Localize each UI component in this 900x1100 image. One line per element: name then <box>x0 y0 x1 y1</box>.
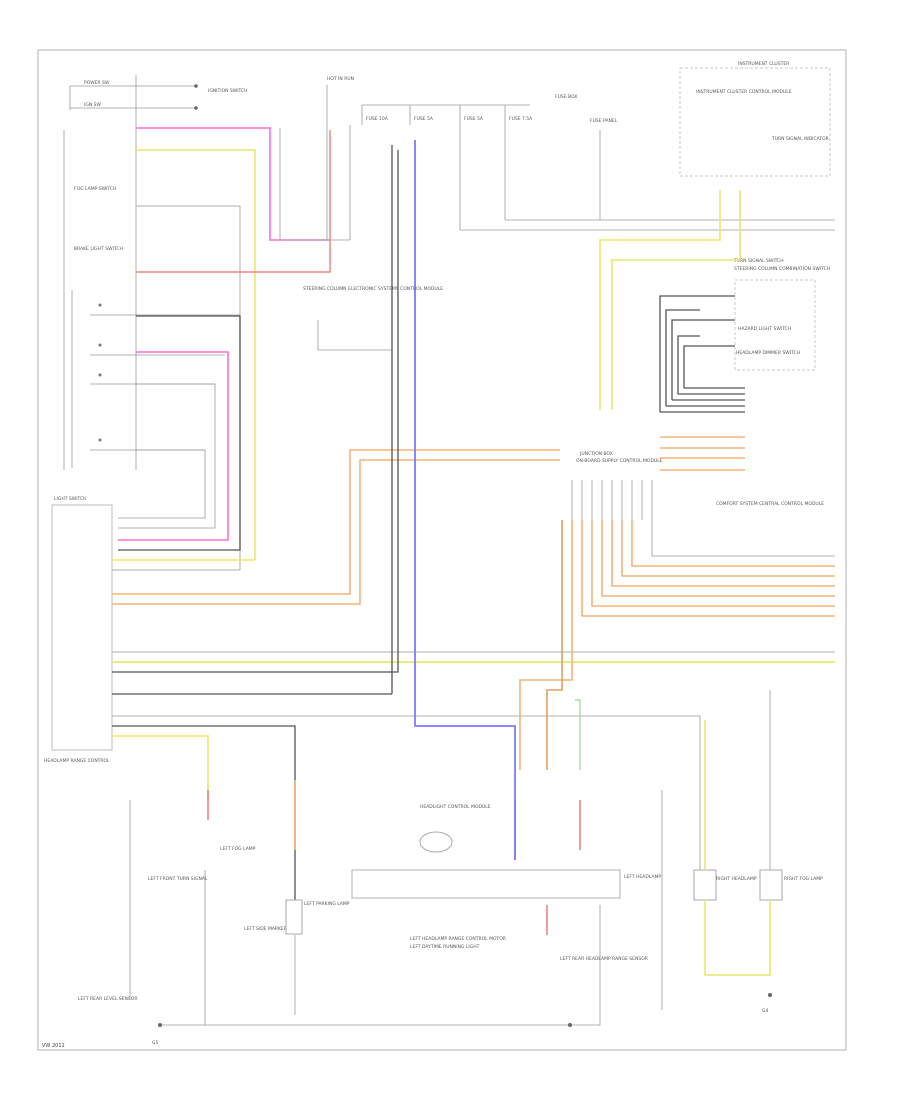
instrument-cluster-box <box>679 67 831 177</box>
left-parking-box <box>285 899 303 935</box>
grey-wire-ladder-1 <box>118 383 216 529</box>
headlight-control-label: HEADLIGHT CONTROL MODULE <box>420 804 491 810</box>
svg-text:FUSE 7.5A: FUSE 7.5A <box>509 116 533 122</box>
instrument-cluster-sub: INSTRUMENT CLUSTER CONTROL MODULE <box>696 89 792 95</box>
svg-text:IGN SW: IGN SW <box>84 102 101 108</box>
turn-signal-sub: STEERING COLUMN COMBINATION SWITCH <box>734 266 830 272</box>
left-headlamp-sub-label: LEFT DAYTIME RUNNING LIGHT <box>410 944 480 950</box>
svg-text:IGNITION SWITCH: IGNITION SWITCH <box>208 88 248 94</box>
steering-module-label: STEERING COLUMN ELECTRONIC SYSTEMS CONTR… <box>303 286 443 292</box>
grey-wire-ladder-2 <box>118 449 206 519</box>
svg-text:FUSE 5A: FUSE 5A <box>464 116 484 122</box>
left-rear-sensor-label: LEFT REAR HEADLAMP RANGE SENSOR <box>560 956 648 962</box>
black-wire-ls-4 <box>112 725 296 900</box>
left-side-marker-label: LEFT SIDE MARKER <box>244 926 287 932</box>
brake-switch-label: BRAKE LIGHT SWITCH <box>74 246 123 252</box>
top-left-switches: POWER SW IGN SW IGNITION SWITCH <box>69 80 248 110</box>
orange-wire-set-right <box>660 436 745 471</box>
orange-wire-ls-1 <box>112 449 560 595</box>
fuse-box: FUSE 10A FUSE 5A FUSE 5A FUSE 7.5A HOT I… <box>279 76 835 241</box>
orange-wire-set-lower <box>581 520 835 617</box>
left-headlamp-label: LEFT HEADLAMP <box>624 874 661 880</box>
ground-left-symbol <box>158 1023 162 1027</box>
turn-signal-switch-label: TURN SIGNAL SWITCH <box>733 258 784 264</box>
black-bundle <box>659 295 745 413</box>
ground-left-label: G5 <box>152 1040 158 1046</box>
orange-wire-ls-2 <box>112 459 560 605</box>
yellow-wire-ic-2 <box>599 190 721 410</box>
red-wire-top <box>136 130 331 273</box>
svg-text:FUSE BOX: FUSE BOX <box>555 94 577 100</box>
junction-box-label: JUNCTION BOX <box>579 451 613 457</box>
yellow-wire-right-2 <box>704 900 771 976</box>
footer-label: VW 2012 <box>42 1043 65 1049</box>
yellow-wire-ic-1 <box>611 190 741 410</box>
grey-wire-ls-3 <box>112 715 701 870</box>
steering-wire <box>317 320 392 351</box>
left-fog-label: LEFT FOG LAMP <box>220 846 256 852</box>
instrument-cluster-label: INSTRUMENT CLUSTER <box>738 61 789 67</box>
junction-box-sub: ON-BOARD SUPPLY CONTROL MODULE <box>576 458 663 464</box>
pink-wire-ladder <box>118 351 229 541</box>
right-headlamp-box <box>693 869 717 901</box>
svg-text:POWER SW: POWER SW <box>84 80 110 86</box>
fog-lamp-switch-label: FOG LAMP SWITCH <box>74 186 116 192</box>
ground-right-label: G4 <box>762 1008 768 1014</box>
black-wire-long <box>112 150 399 673</box>
blue-wire <box>414 140 516 860</box>
left-range-sensor-label: LEFT REAR LEVEL SENSOR <box>78 996 137 1002</box>
diagram-frame <box>37 49 847 1051</box>
light-switch-label: LIGHT SWITCH <box>54 496 87 502</box>
hazard-switch-label: HAZARD LIGHT SWITCH <box>738 326 791 332</box>
turn-signal-switch-box <box>734 279 816 371</box>
yellow-wire-top <box>136 149 256 560</box>
right-fog-label: RIGHT FOG LAMP <box>784 876 823 882</box>
light-switch-sub: HEADLAMP RANGE CONTROL <box>44 758 110 764</box>
instrument-light-label: TURN SIGNAL INDICATOR <box>771 136 829 142</box>
left-headlamp-motor-label: LEFT HEADLAMP RANGE CONTROL MOTOR <box>410 936 506 942</box>
svg-text:FUSE 5A: FUSE 5A <box>414 116 434 122</box>
orange-wire-down-2 <box>546 520 563 770</box>
headlight-control-icon <box>419 831 453 853</box>
yellow-wire-ls-4 <box>112 735 209 800</box>
left-front-turn-label: LEFT FRONT TURN SIGNAL <box>148 876 208 882</box>
grey-wire-top <box>136 205 241 570</box>
comfort-module-label: COMFORT SYSTEM CENTRAL CONTROL MODULE <box>716 501 824 507</box>
svg-text:HOT IN RUN: HOT IN RUN <box>327 76 354 82</box>
green-wire-down <box>575 699 581 770</box>
pink-wire-top <box>136 127 330 241</box>
black-wire-ladder <box>118 315 241 551</box>
light-switch-module <box>51 504 113 751</box>
svg-text:FUSE PANEL: FUSE PANEL <box>590 118 618 124</box>
svg-text:FUSE 10A: FUSE 10A <box>366 116 389 122</box>
orange-wire-down-1 <box>519 520 573 770</box>
ground-bus <box>204 870 601 1026</box>
left-headlamp-module <box>351 869 621 899</box>
right-fog-box <box>759 869 783 901</box>
left-parking-label: LEFT PARKING LAMP <box>304 901 350 907</box>
junction-connectors <box>571 480 653 520</box>
right-headlamp-label: RIGHT HEADLAMP <box>716 876 757 882</box>
hazard-sub: HEADLAMP DIMMER SWITCH <box>736 350 800 356</box>
